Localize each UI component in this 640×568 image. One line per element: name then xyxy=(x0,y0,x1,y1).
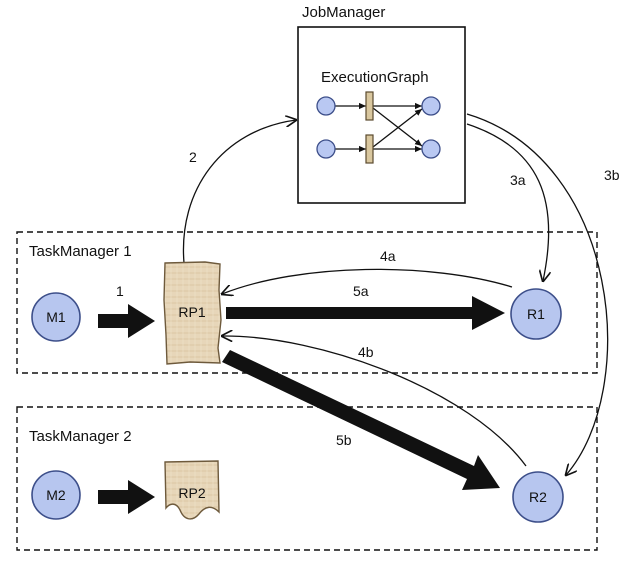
graph-target-node-bottom xyxy=(421,139,441,159)
arrow-3b-jobmanager-to-r2 xyxy=(466,113,609,475)
step-label-2: 2 xyxy=(189,149,197,165)
graph-edge-cross-down xyxy=(372,107,423,147)
step-label-4a: 4a xyxy=(380,248,396,264)
node-r1: R1 xyxy=(510,288,562,340)
arrow-3a-jobmanager-to-r1 xyxy=(466,123,549,281)
node-m2-label: M2 xyxy=(46,487,66,503)
arrow-4b-r2-to-rp1 xyxy=(222,336,527,467)
arrow-m2-to-rp2 xyxy=(98,480,155,514)
arrow-2-rp1-to-jobmanager xyxy=(182,120,296,264)
graph-intermediate-result-top xyxy=(365,91,374,121)
result-partition-rp2: RP2 xyxy=(164,460,220,520)
task-manager-1-box xyxy=(16,231,598,374)
step-label-4b: 4b xyxy=(358,344,374,360)
task-manager-1: TaskManager 1 xyxy=(16,231,598,374)
task-manager-2: TaskManager 2 xyxy=(16,406,598,551)
graph-source-node-top xyxy=(316,96,336,116)
step-label-3a: 3a xyxy=(510,172,526,188)
job-manager: JobManager ExecutionGraph xyxy=(297,4,466,204)
result-partition-rp1: RP1 xyxy=(163,261,222,365)
graph-edge-cross-up xyxy=(372,108,423,148)
task-manager-1-title: TaskManager 1 xyxy=(29,243,132,260)
result-partition-rp1-label: RP1 xyxy=(178,304,205,320)
arrow-5b-rp1-to-r2 xyxy=(222,350,500,490)
step-label-3b: 3b xyxy=(604,167,620,183)
node-m2: M2 xyxy=(31,470,81,520)
job-manager-title: JobManager xyxy=(302,4,385,21)
graph-source-node-bottom xyxy=(316,139,336,159)
result-partition-rp2-label: RP2 xyxy=(178,485,205,501)
arrow-5a-rp1-to-r1 xyxy=(226,296,505,330)
node-r2: R2 xyxy=(512,471,564,523)
node-r2-label: R2 xyxy=(529,489,547,505)
arrow-1-m1-to-rp1 xyxy=(98,304,155,338)
step-label-5b: 5b xyxy=(336,432,352,448)
graph-target-node-top xyxy=(421,96,441,116)
graph-intermediate-result-bottom xyxy=(365,134,374,164)
arrow-4a-r1-to-rp1 xyxy=(222,268,513,294)
execution-graph xyxy=(316,91,441,164)
execution-graph-title: ExecutionGraph xyxy=(321,69,429,86)
node-r1-label: R1 xyxy=(527,306,545,322)
task-manager-2-title: TaskManager 2 xyxy=(29,428,132,445)
step-label-1: 1 xyxy=(116,283,124,299)
step-label-5a: 5a xyxy=(353,283,369,299)
node-m1-label: M1 xyxy=(46,309,66,325)
task-manager-2-box xyxy=(16,406,598,551)
node-m1: M1 xyxy=(31,292,81,342)
